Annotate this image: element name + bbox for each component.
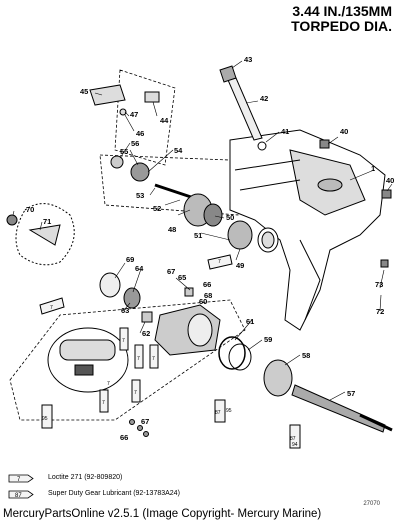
callout-68: 68 [204, 291, 212, 300]
drive-shaft [219, 65, 263, 141]
tube-label-7: 7 [102, 400, 105, 406]
diagram-code: 27070 [363, 501, 380, 507]
tube-label-8: 7 [107, 381, 110, 387]
drain-plugs [319, 139, 392, 268]
tube-label-3: 7 [122, 338, 125, 344]
callout-64: 64 [135, 264, 144, 273]
sealant-tubes [39, 254, 301, 449]
callout-1: 1 [371, 164, 375, 173]
tube-label-95-b: 95 [226, 408, 232, 414]
callout-42: 42 [260, 94, 268, 103]
leader-lines [12, 60, 393, 401]
tube-label-1: 7 [50, 305, 53, 311]
bearing-carrier [99, 272, 246, 370]
title-line-2: TORPEDO DIA. [291, 18, 392, 34]
callout-46: 46 [136, 129, 144, 138]
callout-73: 73 [375, 280, 383, 289]
callout-48: 48 [168, 225, 176, 234]
gear-housing [229, 129, 386, 331]
callout-56: 56 [131, 139, 139, 148]
legend-text: Loctite 271 (92-809820) [48, 474, 123, 481]
tube-label-2: 7 [218, 259, 221, 265]
pinion-gear-set [183, 193, 279, 253]
page-title: 3.44 IN./135MM TORPEDO DIA. [242, 4, 392, 34]
tube-label-5: 7 [152, 356, 155, 362]
small-fasteners [129, 419, 149, 437]
callout-44: 44 [160, 116, 169, 125]
tube-label-87-b: 87 [290, 436, 296, 442]
copyright-footer: MercuryPartsOnline v2.5.1 (Image Copyrig… [0, 506, 400, 522]
callout-47: 47 [130, 110, 138, 119]
callout-71: 71 [43, 217, 51, 226]
tube-label-4: 7 [137, 356, 140, 362]
callout-43: 43 [244, 55, 252, 64]
prop-shaft-assembly [228, 343, 393, 433]
callout-65: 65 [178, 273, 186, 282]
tube-label-94: 94 [292, 442, 298, 448]
callout-57: 57 [347, 389, 355, 398]
tube-icon: 7 [8, 474, 34, 483]
callout-72: 72 [376, 307, 384, 316]
callout-66: 66 [203, 280, 211, 289]
pump-components [110, 155, 201, 202]
callout-labels: 1 40 40 41 42 43 44 45 46 47 48 49 50 51… [26, 55, 394, 448]
callout-70: 70 [26, 205, 34, 214]
title-line-1: 3.44 IN./135MM [292, 3, 392, 19]
tube-label-95: 95 [42, 416, 48, 422]
callout-40-side: 40 [386, 176, 394, 185]
group-outline-pump [99, 154, 239, 216]
legend-tube-label: 7 [17, 477, 21, 483]
anode-trim-tab [89, 84, 160, 116]
callout-58: 58 [302, 351, 310, 360]
callout-67-lower: 67 [141, 417, 149, 426]
callout-49: 49 [236, 261, 244, 270]
seal-installer-inset [47, 327, 129, 393]
callout-63: 63 [121, 306, 129, 315]
callout-67: 67 [167, 267, 175, 276]
callout-55: 55 [120, 147, 128, 156]
group-outline-upper [114, 69, 176, 166]
callout-53: 53 [136, 191, 144, 200]
callout-54: 54 [174, 146, 183, 155]
legend-tube-label: 87 [15, 493, 22, 499]
callout-41: 41 [281, 127, 289, 136]
callout-45: 45 [80, 87, 88, 96]
callout-50: 50 [226, 213, 234, 222]
legend-text: Super Duty Gear Lubricant (92-13783A24) [48, 490, 180, 497]
callout-60: 60 [199, 297, 207, 306]
o-ring-41 [257, 141, 267, 151]
callout-59: 59 [264, 335, 272, 344]
callout-52: 52 [153, 204, 161, 213]
callout-51: 51 [194, 231, 202, 240]
callout-40-upper: 40 [340, 127, 348, 136]
tube-label-87: 87 [215, 410, 221, 416]
group-outline-lower [9, 299, 246, 421]
callout-66-lower: 66 [120, 433, 128, 442]
tube-icon: 87 [8, 490, 34, 499]
tool-inset [6, 203, 75, 266]
callout-61: 61 [246, 317, 254, 326]
tube-label-6: 7 [134, 390, 137, 396]
callout-69: 69 [126, 255, 134, 264]
callout-62: 62 [142, 329, 150, 338]
